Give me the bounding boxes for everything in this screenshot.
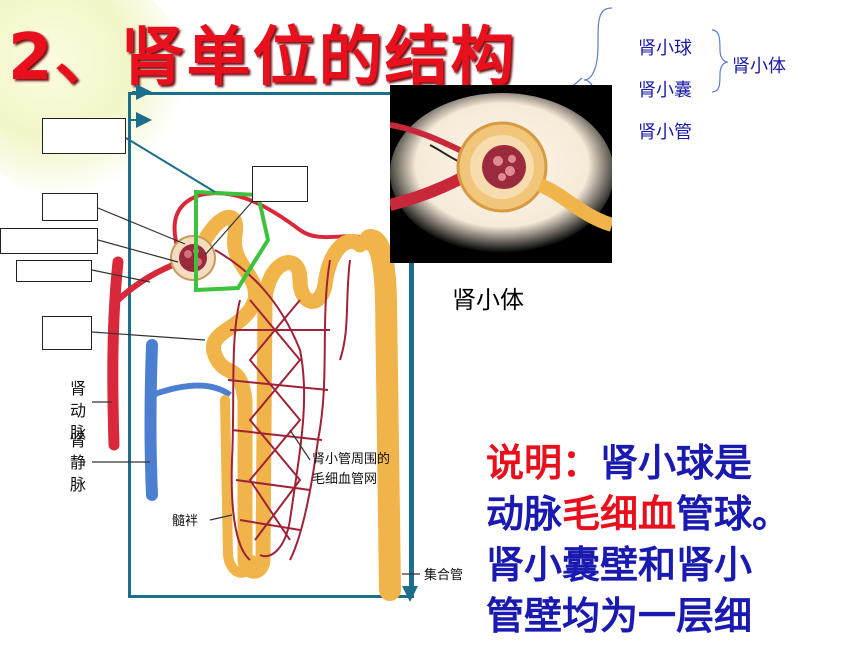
renal-corpuscle-highlight [194, 189, 271, 293]
renal-artery-label: 肾 动脉 [69, 379, 86, 442]
loop-label: 髓袢 [172, 514, 199, 529]
glomerulus [179, 244, 207, 272]
renal-vein [144, 339, 158, 501]
answer-box-4[interactable] [0, 228, 98, 254]
page-title: 2、肾单位的结构 [8, 21, 517, 95]
renal-tubule [192, 209, 368, 579]
note-prefix: 说明： [486, 441, 601, 485]
note-line-1: 说明：肾小球是 [486, 441, 753, 485]
structure-tubule: 肾小管 [638, 122, 692, 143]
efferent-arteriole [172, 191, 371, 263]
structure-glomerulus: 肾小球 [638, 38, 692, 59]
nephron-frame [128, 92, 414, 598]
answer-box-3[interactable] [42, 193, 98, 221]
note-line-4: 管壁均为一层细 [486, 594, 753, 638]
structure-corpuscle: 肾小体 [732, 56, 786, 77]
pointer-line [125, 137, 216, 193]
capillary-net-label: 肾小管周围的 毛细血管网 [312, 452, 391, 487]
collecting-duct-label: 集合管 [424, 568, 464, 583]
inset-caption: 肾小体 [452, 286, 524, 314]
corpuscle-brace [711, 29, 729, 93]
renal-corpuscle-inset [388, 85, 615, 263]
label-leaders [91, 207, 420, 575]
loop-of-henle [220, 395, 257, 578]
renal-artery [107, 256, 124, 451]
capillary-network [214, 249, 351, 561]
note-line-2: 动脉毛细血管球。 [486, 492, 791, 536]
answer-box-5[interactable] [16, 260, 92, 282]
explanation-note: 说明：肾小球是 动脉毛细血管球。 肾小囊壁和肾小 管壁均为一层细 [486, 438, 826, 642]
collecting-duct [359, 229, 401, 601]
answer-box-6[interactable] [42, 316, 92, 350]
answer-box-2[interactable] [252, 166, 308, 202]
afferent-arteriole [115, 259, 182, 303]
vein-branch [150, 382, 232, 398]
pointer-line [204, 194, 259, 256]
inset-illustration [388, 93, 615, 253]
structure-capsule: 肾小囊 [638, 80, 692, 101]
renal-vein-label: 肾 静脉 [69, 431, 86, 494]
note-line-3: 肾小囊壁和肾小 [486, 543, 753, 587]
answer-box-1[interactable] [42, 118, 126, 154]
